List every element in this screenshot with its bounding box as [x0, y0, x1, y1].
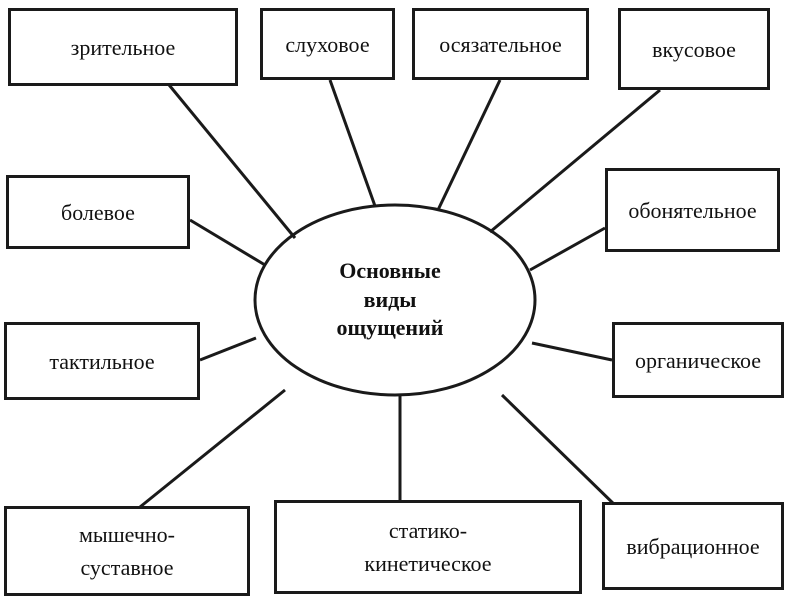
box-auditory: слуховое — [260, 8, 395, 80]
box-organic: органическое — [612, 322, 784, 398]
label-olfactory: обонятельное — [628, 197, 757, 223]
box-pain: болевое — [6, 175, 190, 249]
label-tactile-touch: осязательное — [439, 31, 562, 57]
center-title-line1: Основные — [339, 258, 441, 284]
line-olfactory — [529, 226, 606, 272]
line-auditory — [328, 79, 377, 207]
label-organic: органическое — [634, 347, 762, 373]
box-visual: зрительное — [8, 8, 238, 86]
label-vibration: вибрационное — [626, 533, 760, 559]
line-taste — [489, 88, 661, 234]
line-pain — [189, 218, 266, 267]
label-static-line2: кинетическое — [364, 551, 492, 576]
center-title-line2: виды — [363, 286, 417, 312]
line-tactile-touch — [436, 79, 502, 211]
line-visual — [163, 79, 297, 239]
label-static-line1: статико- — [388, 518, 468, 543]
box-tactile: тактильное — [4, 322, 200, 400]
line-vibration — [500, 393, 622, 512]
box-tactile-touch: осязательное — [412, 8, 589, 80]
center-ellipse — [253, 203, 537, 397]
label-auditory: слуховое — [285, 31, 370, 57]
label-visual: зрительное — [70, 34, 176, 60]
box-olfactory: обонятельное — [605, 168, 780, 252]
box-taste: вкусовое — [618, 8, 770, 90]
label-pain: болевое — [61, 199, 135, 225]
box-static: статико- кинетическое — [274, 500, 582, 594]
line-organic — [531, 341, 613, 362]
box-vibration: вибрационное — [602, 502, 784, 590]
label-musculo-line1: мышечно- — [78, 522, 176, 547]
center-title: Основные виды ощущений — [270, 240, 510, 360]
label-tactile: тактильное — [49, 348, 155, 374]
center-title-line3: ощущений — [336, 315, 444, 341]
label-taste: вкусовое — [652, 36, 736, 62]
box-musculo: мышечно- суставное — [4, 506, 250, 596]
line-tactile — [199, 336, 257, 362]
label-musculo-line2: суставное — [80, 555, 174, 580]
line-musculo — [139, 388, 286, 509]
